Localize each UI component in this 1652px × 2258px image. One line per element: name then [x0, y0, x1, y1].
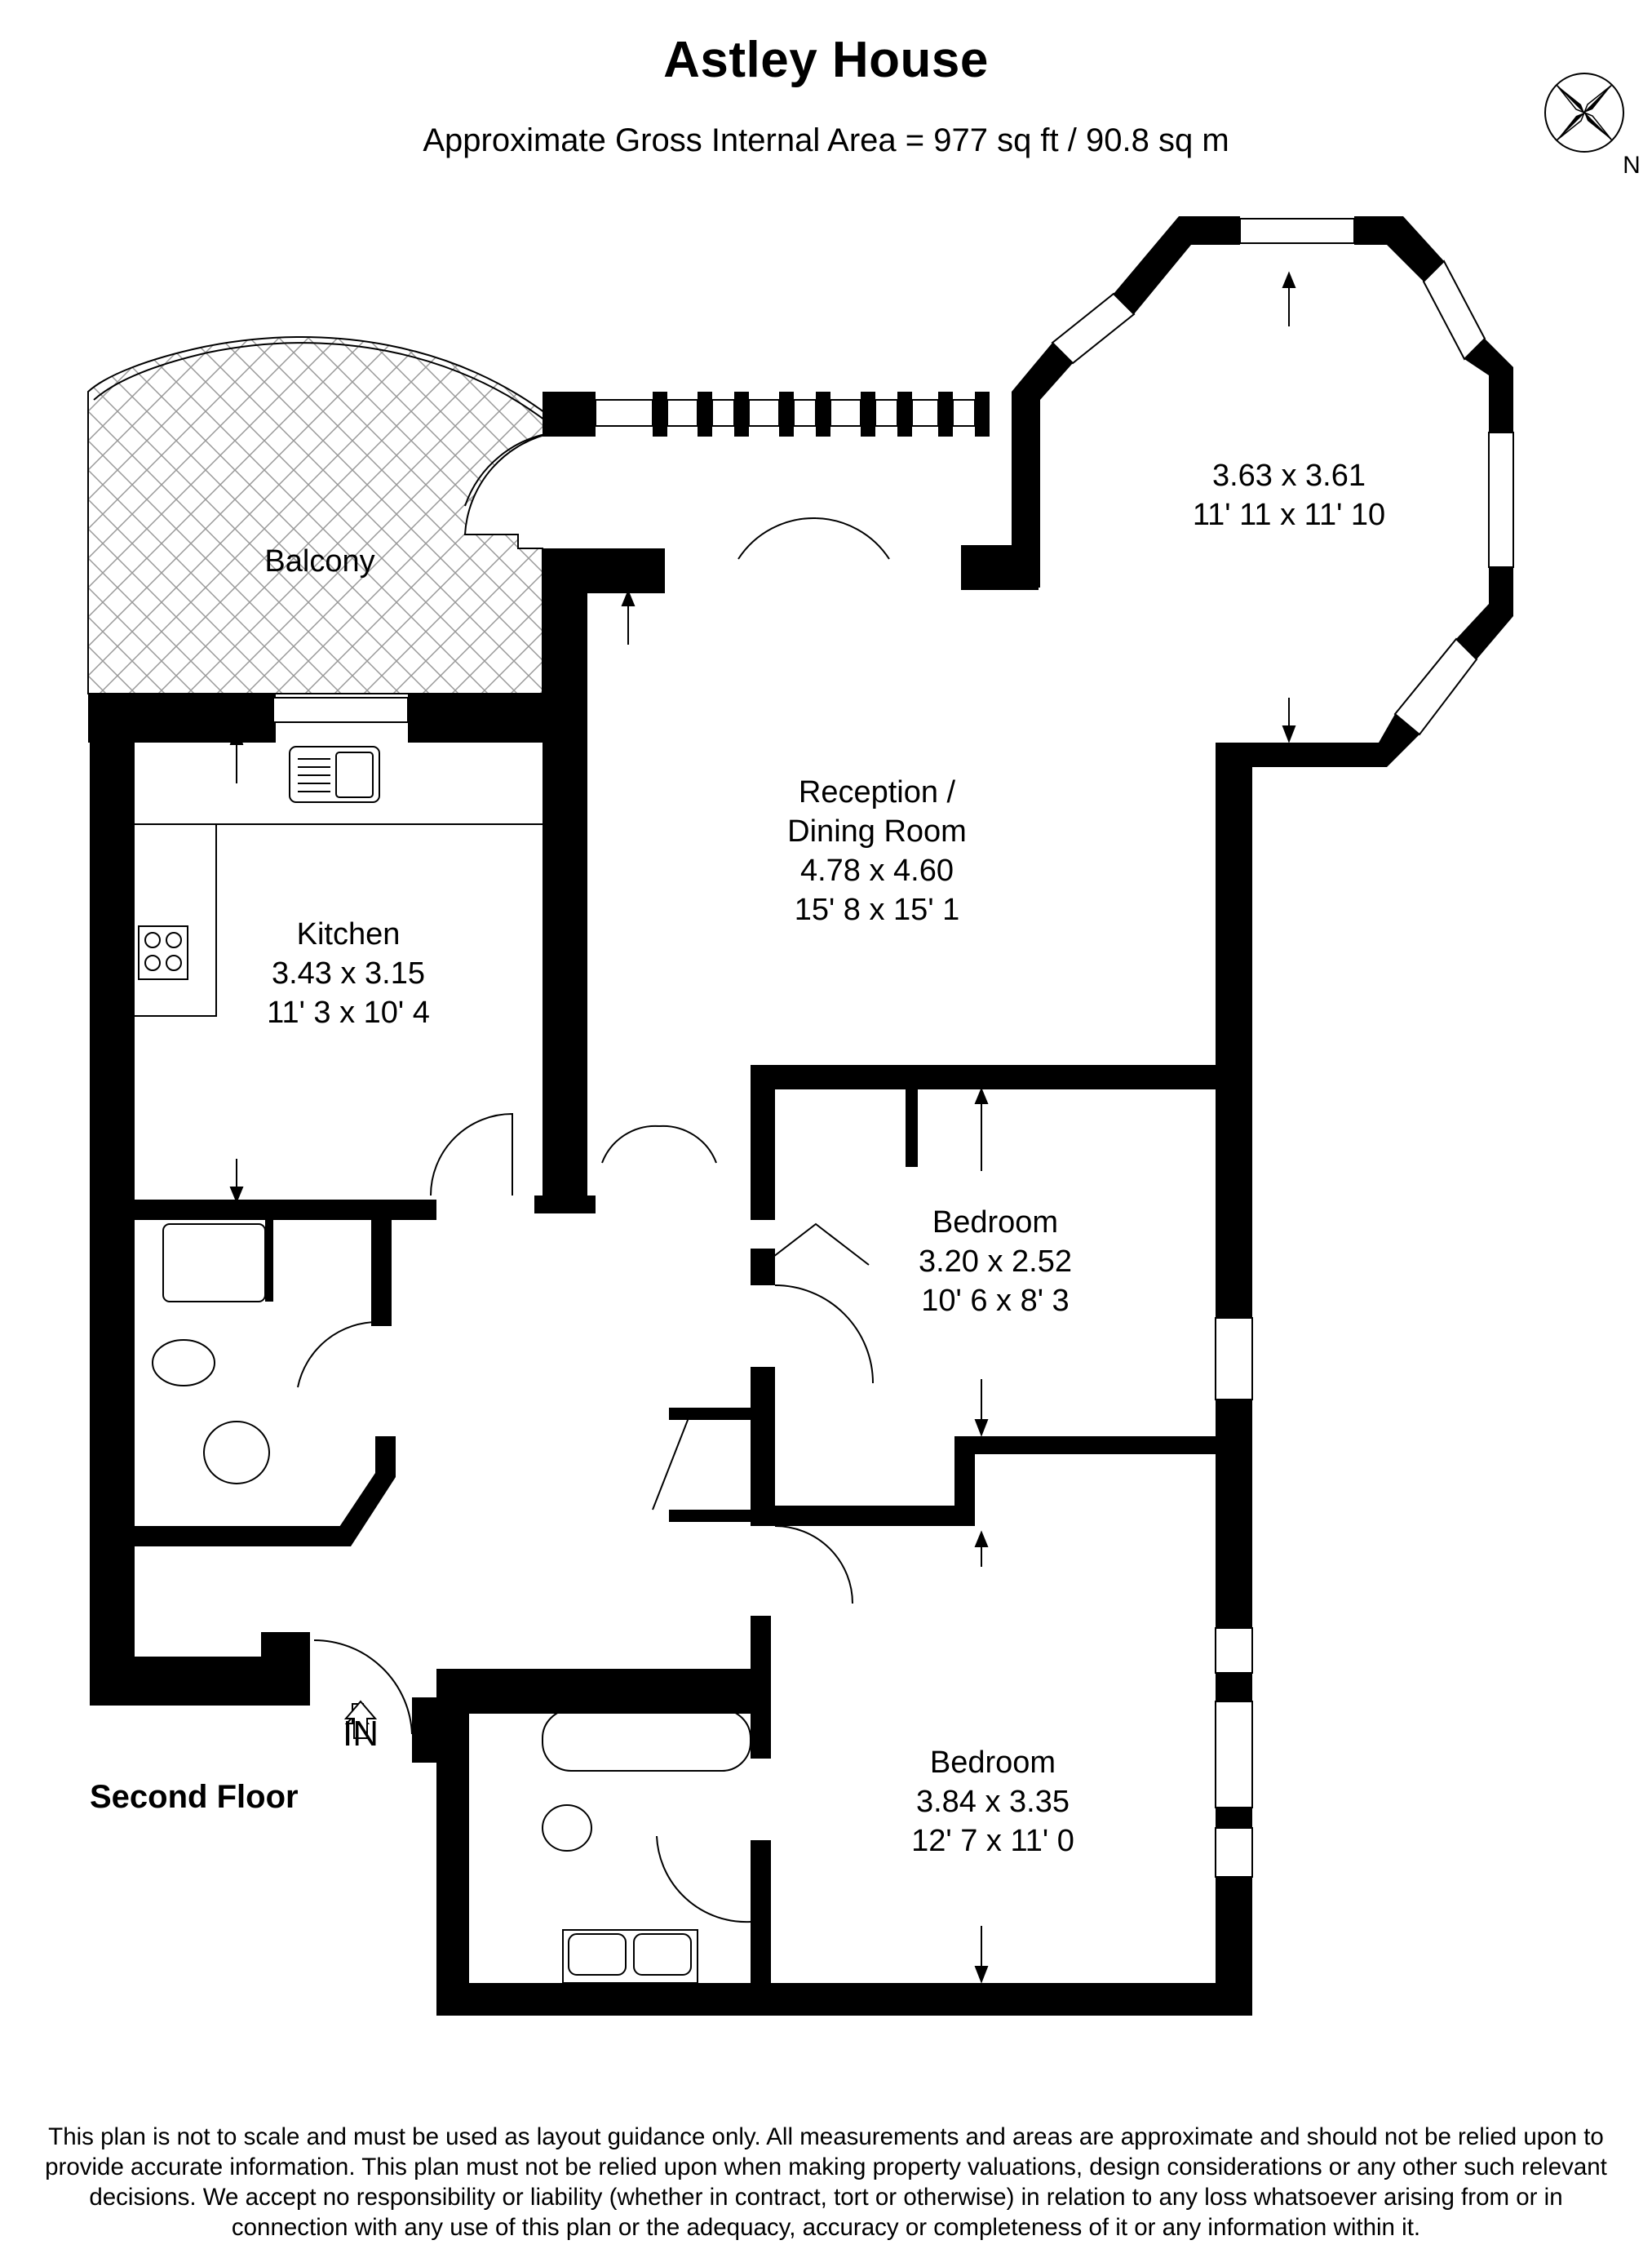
disclaimer: This plan is not to scale and must be us… [16, 2122, 1636, 2242]
kitchen-metric: 3.43 x 3.15 [272, 956, 425, 991]
dimension-arrows [229, 271, 1296, 1984]
bedroom1-metric: 3.20 x 2.52 [919, 1244, 1072, 1279]
kitchen-imperial: 11' 3 x 10' 4 [267, 996, 430, 1030]
reception-metric: 4.78 x 4.60 [800, 854, 954, 888]
bedroom2-imperial: 12' 7 x 11' 0 [911, 1824, 1074, 1858]
bedroom1-imperial: 10' 6 x 8' 3 [921, 1284, 1069, 1318]
bedroom1-name: Bedroom [932, 1205, 1058, 1240]
entrance-label: IN [343, 1714, 379, 1754]
compass-rose-icon: N [1534, 65, 1648, 180]
entrance-arrow-icon [343, 1700, 378, 1739]
disclaimer-line: connection with any use of this plan or … [231, 2214, 1421, 2241]
reception-name-line1: Reception / [799, 775, 956, 810]
north-label: N [1623, 152, 1641, 179]
floor-name: Second Floor [90, 1779, 299, 1815]
kitchen-fixtures [135, 697, 563, 1017]
page-title: Astley House [663, 32, 989, 88]
walls [88, 216, 1514, 2016]
reception-imperial: 15' 8 x 15' 1 [795, 893, 960, 927]
gross-area-text: Approximate Gross Internal Area = 977 sq… [423, 122, 1229, 158]
bay-room-imperial: 11' 11 x 11' 10 [1193, 498, 1385, 532]
bay-room-metric: 3.63 x 3.61 [1212, 459, 1366, 493]
balcony-label: Balcony [264, 544, 374, 579]
bedroom2-metric: 3.84 x 3.35 [916, 1785, 1070, 1819]
bedroom2-name: Bedroom [930, 1746, 1056, 1780]
bathroom-fixtures [152, 1223, 751, 1984]
balcony-area: Balcony [87, 336, 556, 694]
reception-name-line2: Dining Room [787, 814, 967, 849]
kitchen-name: Kitchen [297, 917, 401, 952]
disclaimer-line: provide accurate information. This plan … [45, 2154, 1607, 2180]
disclaimer-line: decisions. We accept no responsibility o… [89, 2184, 1563, 2211]
doors [297, 432, 890, 1923]
disclaimer-line: This plan is not to scale and must be us… [48, 2123, 1604, 2150]
room-labels: 3.63 x 3.61 11' 11 x 11' 10 Reception / … [267, 459, 1385, 1858]
